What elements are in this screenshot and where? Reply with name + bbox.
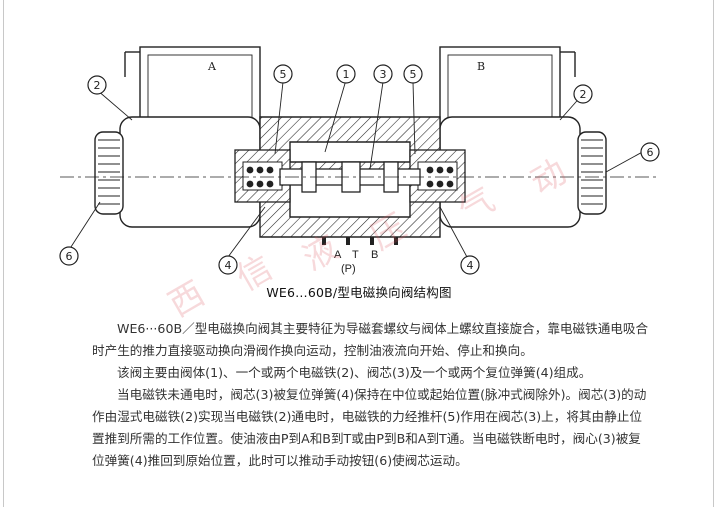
solenoid-b-label: B — [477, 60, 485, 73]
diagram-caption: WE6…60B/型电磁换向阀结构图 — [266, 285, 452, 300]
callout-6-right: 6 — [647, 146, 654, 159]
solenoid-a-label: A — [207, 60, 217, 73]
callout-1: 1 — [343, 68, 350, 81]
manual-button-right — [577, 131, 607, 215]
paragraph-intro: WE6···60B／型电磁换向阀其主要特征为导磁套螺纹与阀体上螺纹直接旋合，靠电… — [92, 321, 649, 358]
callout-4-left: 4 — [225, 259, 232, 272]
port-label-p: (P) — [341, 263, 356, 275]
paragraph-operation: 当电磁铁未通电时，阀芯(3)被复位弹簧(4)保持在中位或起始位置(脉冲式阀除外)… — [92, 387, 647, 468]
port-label-a: A — [334, 249, 342, 261]
right-border — [713, 0, 714, 507]
valve-cross-section-diagram: A T B (P) A B 2 2 1 3 5 5 6 6 4 4 — [59, 46, 660, 275]
callout-5-left: 5 — [280, 68, 287, 81]
callout-4-right: 4 — [467, 259, 474, 272]
manual-button-left — [94, 131, 124, 215]
left-border — [3, 0, 4, 507]
callout-2-left: 2 — [94, 79, 101, 92]
description-text: WE6···60B／型电磁换向阀其主要特征为导磁套螺纹与阀体上螺纹直接旋合，靠电… — [92, 318, 652, 472]
callout-3: 3 — [380, 68, 387, 81]
callout-6-left: 6 — [66, 250, 73, 263]
port-label-b: B — [371, 249, 378, 261]
paragraph-components: 该阀主要由阀体(1)、一个或两个电磁铁(2)、阀芯(3)及一个或两个复位弹簧(4… — [117, 365, 592, 380]
spool — [279, 161, 421, 193]
port-label-t: T — [352, 249, 359, 261]
callout-2-right: 2 — [580, 88, 587, 101]
callout-5-right: 5 — [410, 68, 417, 81]
spring-coils — [246, 166, 454, 188]
